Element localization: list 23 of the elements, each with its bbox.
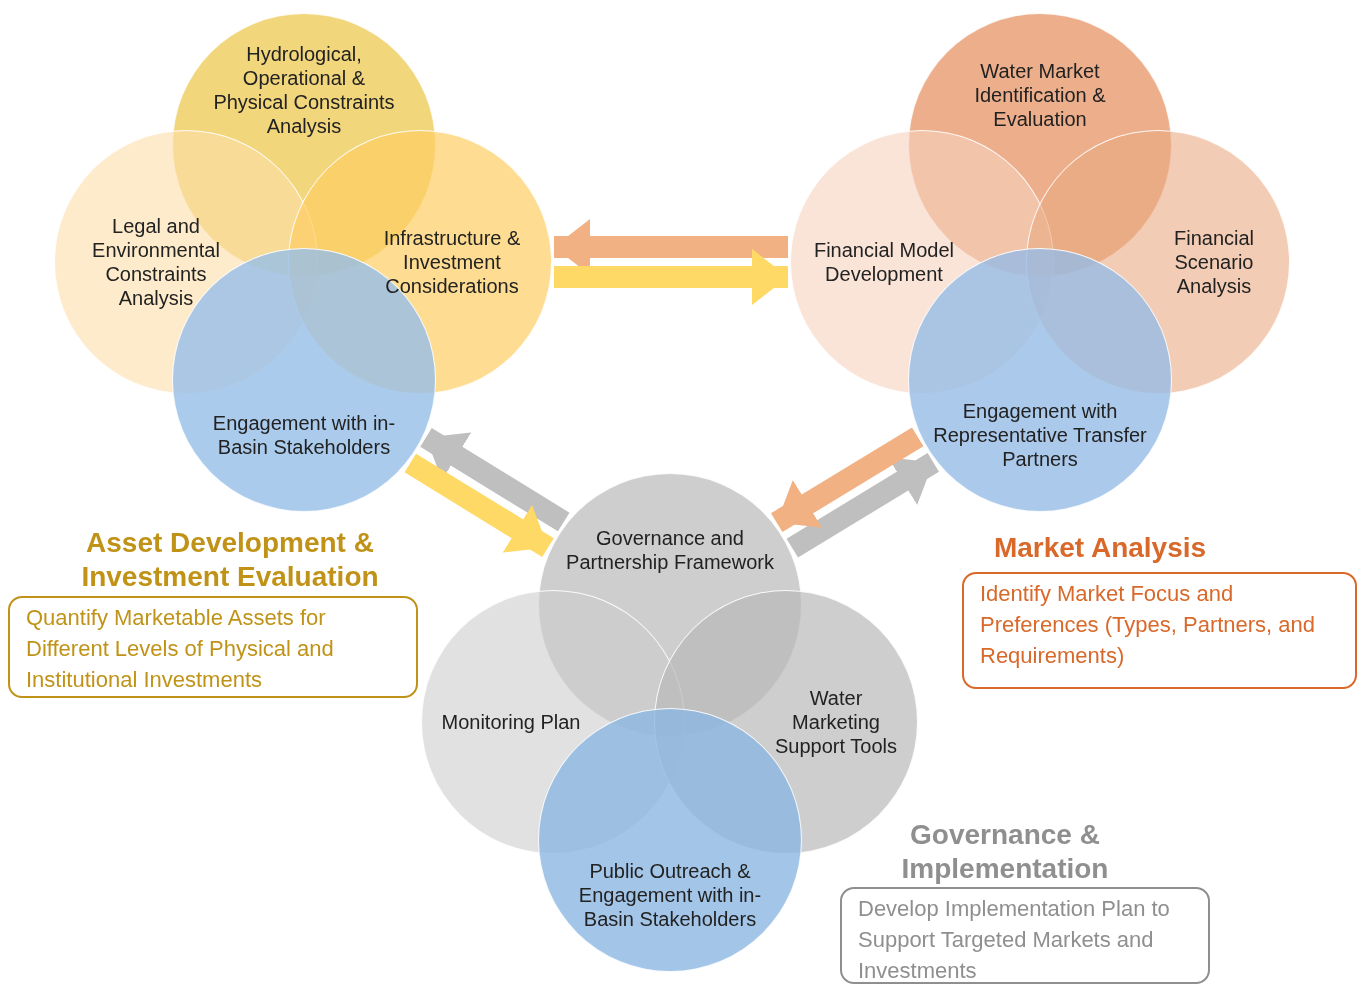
circle-label: Water Marketing Support Tools	[774, 686, 898, 758]
section-title: Market Analysis	[992, 531, 1208, 565]
circle-label: Public Outreach & Engagement with in-Basin Stakeholders	[577, 859, 763, 931]
circle-label: Engagement with in-Basin Stakeholders	[211, 411, 397, 459]
description-panel: Develop Implementation Plan to Support Targeted Markets and Investments	[840, 887, 1210, 984]
section-title: Asset Development & Investment Evaluation	[80, 526, 380, 594]
block-arrow	[771, 427, 924, 532]
description-panel: Quantify Marketable Assets for Different Levels of Physical and Institutional Investments	[8, 596, 418, 698]
section-title: Governance & Implementation	[900, 818, 1110, 886]
circle-label: Financial Scenario Analysis	[1172, 226, 1255, 298]
circle-label: Hydrological, Operational & Physical Constraints Analysis	[212, 42, 396, 138]
circle-label: Water Market Identification & Evaluation	[973, 59, 1107, 131]
block-arrow	[404, 453, 554, 557]
circle-label: Financial Model Development	[812, 238, 956, 286]
circle-label: Infrastructure & Investment Considerations	[382, 226, 522, 298]
circle-label: Engagement with Representative Transfer Partners	[932, 399, 1148, 471]
circle-label: Legal and Environmental Constraints Analysis	[91, 214, 221, 310]
description-panel: Identify Market Focus and Preferences (Types, Partners, and Requirements)	[962, 572, 1357, 689]
circle-label: Monitoring Plan	[441, 710, 581, 734]
block-arrow	[786, 453, 939, 558]
block-arrow	[420, 428, 570, 532]
circle-label: Governance and Partnership Framework	[565, 526, 775, 574]
block-arrow	[554, 249, 788, 305]
